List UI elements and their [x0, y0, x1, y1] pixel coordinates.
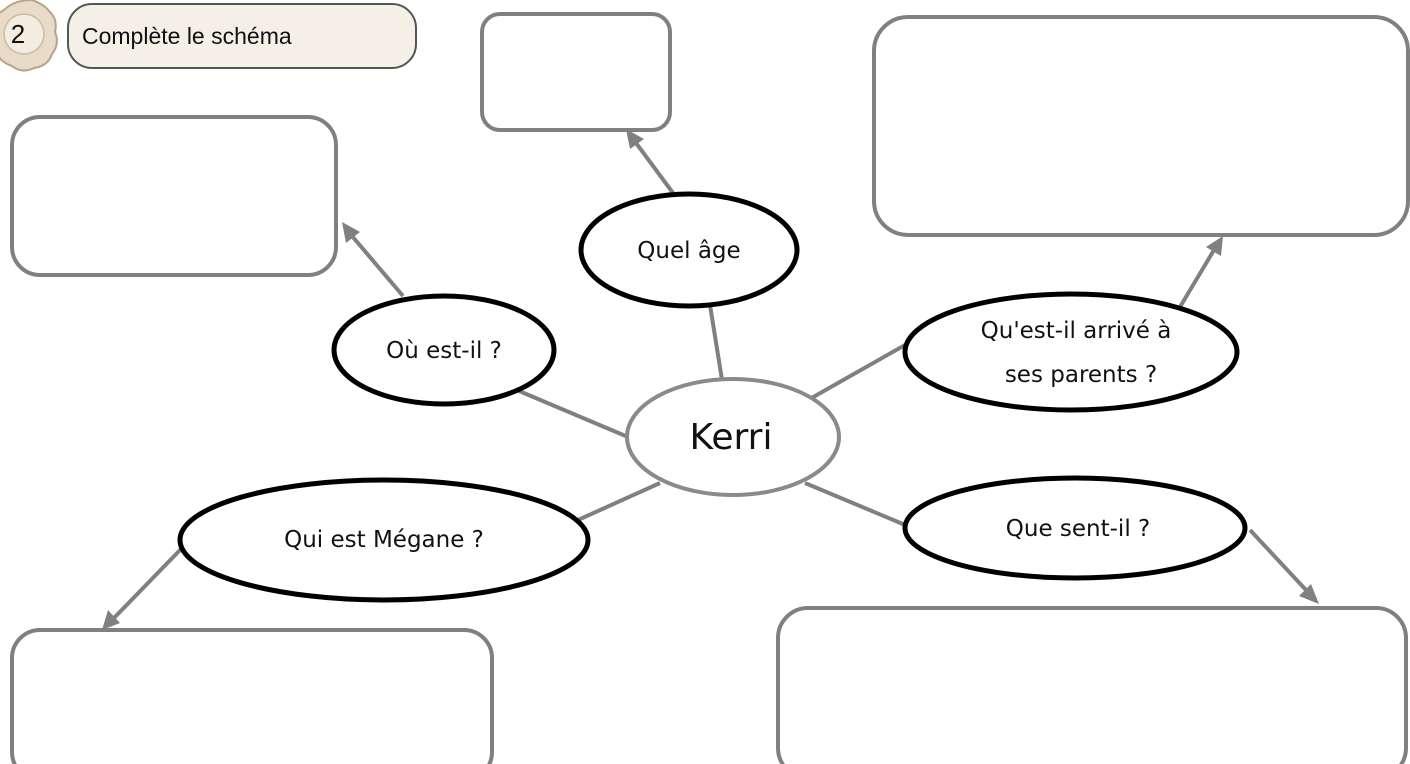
arrow-megane [102, 546, 184, 630]
exercise-number-badge: 2 [0, 0, 58, 72]
question-where-text: Où est-il ? [386, 338, 502, 364]
question-bubble-megane: Qui est Mégane ? [177, 477, 591, 603]
connector-center-age [708, 304, 725, 387]
question-megane-text: Qui est Mégane ? [284, 527, 484, 553]
question-bubble-parents: Qu'est-il arrivé à ses parents ? [902, 291, 1240, 413]
connector-center-megane [577, 481, 661, 522]
arrow-feels [1248, 528, 1319, 604]
arrow-parents [1178, 236, 1223, 309]
answer-box-parents[interactable] [872, 15, 1410, 237]
connector-center-parents [807, 343, 906, 402]
question-feels-text: Que sent-il ? [1006, 516, 1150, 542]
arrow-where [342, 222, 405, 298]
arrow-age [626, 129, 675, 195]
question-parents-line1: Qu'est-il arrivé à [981, 318, 1172, 344]
instruction-text: Complète le schéma [82, 23, 292, 49]
answer-box-age[interactable] [480, 12, 672, 132]
answer-box-megane[interactable] [10, 628, 494, 764]
center-node: Kerri [625, 377, 841, 497]
center-label: Kerri [690, 417, 773, 458]
answer-box-where[interactable] [10, 115, 338, 277]
question-parents-line2: ses parents ? [1005, 362, 1157, 388]
question-bubble-where: Où est-il ? [331, 293, 557, 407]
answer-box-feels[interactable] [776, 606, 1408, 764]
question-bubble-feels: Que sent-il ? [902, 475, 1248, 581]
connector-center-feels [804, 481, 911, 529]
connector-center-where [511, 386, 629, 439]
instruction-label: Complète le schéma [67, 3, 417, 69]
question-bubble-age: Quel âge [578, 191, 800, 309]
exercise-number: 2 [11, 19, 25, 49]
question-age-text: Quel âge [637, 238, 740, 264]
